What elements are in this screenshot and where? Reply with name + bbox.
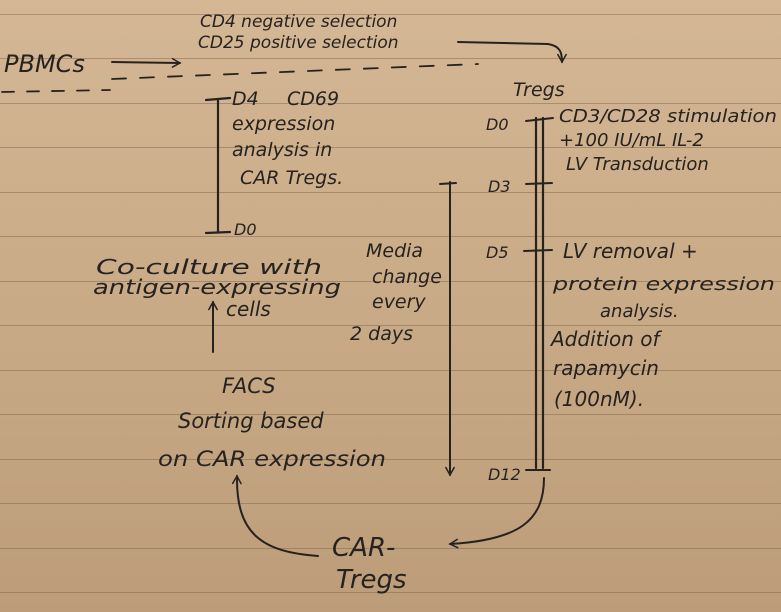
ruled-line [0,592,781,593]
tick-d3 [525,182,553,185]
assay-bracket-bottom [204,230,232,235]
day-d12-label: D12 [488,465,521,484]
d5-note-line-1: LV removal + [563,239,698,263]
car-tregs-line-1: CAR- [332,533,395,563]
d5-note-line-4: Addition of [549,327,663,351]
ruled-line [0,325,781,326]
media-change-start-tick [439,182,457,185]
d12-to-car-tregs-arrow [448,477,545,549]
ruled-line [0,58,781,59]
ruled-line [0,14,781,15]
ruled-line [0,281,781,282]
selection-line-2: CD25 positive selection [198,33,399,53]
ruled-line [0,459,781,460]
pbmcs-label: PBMCs [4,50,85,78]
media-note-line-3: every [372,291,426,313]
ruled-line [0,503,781,504]
day-d3-label: D3 [488,177,511,196]
ruled-line [0,147,781,148]
media-note-line-2: change [372,266,442,288]
day-d5-label: D5 [486,243,509,262]
assay-line-2: expression [232,113,335,135]
ruled-line [0,548,781,549]
ruled-line [0,192,781,193]
ruled-line [0,236,781,237]
coculture-line-2: antigen-expressing [93,275,341,299]
d5-note-line-3: analysis. [600,301,679,322]
assay-d0-label: D0 [234,220,257,239]
coculture-line-3: cells [226,297,271,321]
coculture-line-1: Co-culture with [96,255,322,279]
media-note-line-4: 2 days [350,323,413,345]
facs-line-2: Sorting based [178,409,324,433]
car-tregs-to-facs-arrow [231,474,319,557]
assay-line-1: CD69 [287,88,339,110]
d0-note-line-1: CD3/CD28 stimulation [559,106,777,127]
d5-note-line-2: protein expression [552,274,775,295]
d5-note-line-5: rapamycin [553,356,659,380]
assay-line-4: CAR Tregs. [240,167,343,189]
car-tregs-line-2: Tregs [336,565,407,595]
assay-d4-label: D4 [232,88,259,110]
media-note-line-1: Media [366,240,423,262]
selection-to-tregs-arrow [457,41,567,64]
ruled-line [0,414,781,415]
d0-note-line-2: +100 IU/mL IL-2 [559,130,704,151]
selection-dashed-line [111,63,479,80]
d3-note-line-1: LV Transduction [566,154,709,175]
pbmcs-arrow [111,57,182,68]
facs-line-3: on CAR expression [158,447,386,471]
tick-d5 [523,249,553,252]
d5-note-line-6: (100nM). [554,387,644,411]
ruled-line [0,370,781,371]
day-d0-label: D0 [486,115,509,134]
ruled-line [0,103,781,104]
facs-line-1: FACS [222,374,276,398]
pbmcs-dashed-line [1,89,111,93]
assay-bracket-top [204,96,232,102]
assay-line-3: analysis in [232,139,332,161]
tregs-label: Tregs [513,79,565,101]
tick-d0 [525,117,554,122]
selection-line-1: CD4 negative selection [200,12,397,32]
